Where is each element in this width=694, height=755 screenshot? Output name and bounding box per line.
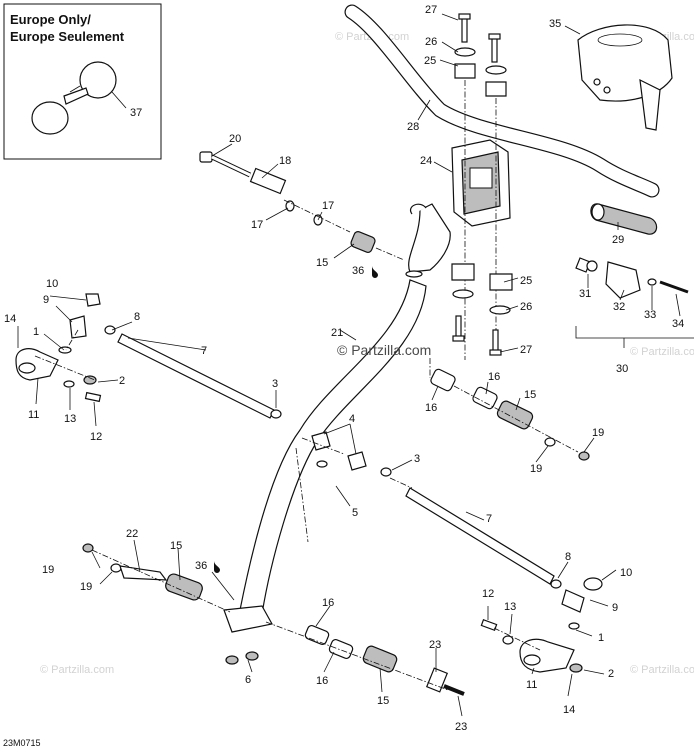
europe-inset: Europe Only/ Europe Seulement 37: [3, 3, 162, 160]
callout-9: 9: [612, 602, 618, 614]
callout-9: 9: [43, 294, 49, 306]
callout-11: 11: [28, 409, 39, 421]
callout-19: 19: [530, 463, 542, 475]
horn-part-37: [31, 61, 117, 135]
callout-15: 15: [377, 695, 389, 707]
callout-2: 2: [119, 375, 125, 387]
callout-20: 20: [229, 133, 241, 145]
callout-2: 2: [608, 668, 614, 680]
callout-7: 7: [486, 513, 492, 525]
diagram-code: 23M0715: [3, 738, 41, 748]
callout-1: 1: [33, 326, 39, 338]
callout-36: 36: [352, 265, 364, 277]
leader-lines: [17, 13, 681, 717]
callout-26: 26: [520, 301, 532, 313]
callout-10: 10: [46, 278, 58, 290]
callout-27: 27: [520, 344, 532, 356]
callout-18: 18: [279, 155, 291, 167]
horn-clamp: [69, 85, 81, 93]
callout-12: 12: [90, 431, 102, 443]
callout-19: 19: [592, 427, 604, 439]
handlebar-part-28: [344, 4, 660, 198]
horn-neck: [63, 87, 89, 105]
callout-13: 13: [64, 413, 76, 425]
throttle-assembly: [575, 257, 694, 339]
callout-15: 15: [524, 389, 536, 401]
callout-10: 10: [620, 567, 632, 579]
callout-1: 1: [598, 632, 604, 644]
callout-4: 4: [349, 413, 355, 425]
callout-14: 14: [4, 313, 16, 325]
inset-title-line1: Europe Only/: [10, 12, 91, 27]
callout-14: 14: [563, 704, 575, 716]
callout-3: 3: [414, 453, 420, 465]
callout-33: 33: [644, 309, 656, 321]
horn-bell: [31, 101, 69, 135]
callout-23: 23: [429, 639, 441, 651]
lower-linkage-hardware: [82, 543, 465, 696]
callout-30: 30: [616, 363, 628, 375]
callout-17: 17: [322, 200, 334, 212]
callout-16: 16: [488, 371, 500, 383]
oil-drop-icon: [372, 266, 378, 278]
callout-21: 21: [331, 327, 343, 339]
callout-5: 5: [352, 507, 358, 519]
callout-13: 13: [504, 601, 516, 613]
callout-8: 8: [134, 311, 140, 323]
callout-35: 35: [549, 18, 561, 30]
watermark-main: © Partzilla.com: [337, 342, 431, 358]
callout-8: 8: [565, 551, 571, 563]
callout-labels: 27 26 25 28 24 35 29 31 32 33 34 30 25 2…: [4, 4, 684, 733]
callout-29: 29: [612, 234, 624, 246]
right-mid-hardware: [429, 358, 590, 461]
callout-34: 34: [672, 318, 684, 330]
watermark-text: © Partzilla.com: [630, 346, 694, 358]
oil-drop-icons: [214, 266, 378, 573]
callout-23: 23: [455, 721, 467, 733]
horn-bulb: [79, 61, 117, 99]
callout-36: 36: [195, 560, 207, 572]
handlebar-pad-part-35: [577, 24, 673, 131]
callout-24: 24: [420, 155, 432, 167]
callout-27: 27: [425, 4, 437, 16]
watermark-text: © Partzilla.com: [40, 664, 114, 676]
grip-part-29: [590, 203, 658, 235]
callout-12: 12: [482, 588, 494, 600]
lower-clamp-group: [451, 263, 513, 356]
riser-block-part-24: [451, 139, 511, 227]
callout-15: 15: [316, 257, 328, 269]
watermark-text: © Partzilla.com: [630, 664, 694, 676]
callout-32: 32: [613, 301, 625, 313]
callout-25: 25: [424, 55, 436, 67]
steering-column-part-21: [223, 203, 451, 633]
callout-25: 25: [520, 275, 532, 287]
callout-16: 16: [425, 402, 437, 414]
right-tie-rod-assembly: [405, 487, 603, 673]
inset-title-line2: Europe Seulement: [10, 29, 125, 44]
leader-37: [111, 91, 127, 109]
callout-19: 19: [42, 564, 54, 576]
callout-26: 26: [425, 36, 437, 48]
callout-28: 28: [407, 121, 419, 133]
callout-15: 15: [170, 540, 182, 552]
callout-16: 16: [322, 597, 334, 609]
callout-6: 6: [245, 674, 251, 686]
upper-crossbar-hardware: [199, 151, 405, 261]
callout-22: 22: [126, 528, 138, 540]
left-tie-rod-assembly: [15, 293, 282, 419]
callout-16: 16: [316, 675, 328, 687]
callout-17: 17: [251, 219, 263, 231]
callout-19: 19: [80, 581, 92, 593]
oil-drop-icon: [214, 561, 220, 573]
center-linkage: [295, 431, 413, 543]
callout-37: 37: [130, 107, 142, 119]
callout-3: 3: [272, 378, 278, 390]
callout-11: 11: [526, 679, 537, 691]
callout-7: 7: [201, 345, 207, 357]
callout-31: 31: [579, 288, 591, 300]
